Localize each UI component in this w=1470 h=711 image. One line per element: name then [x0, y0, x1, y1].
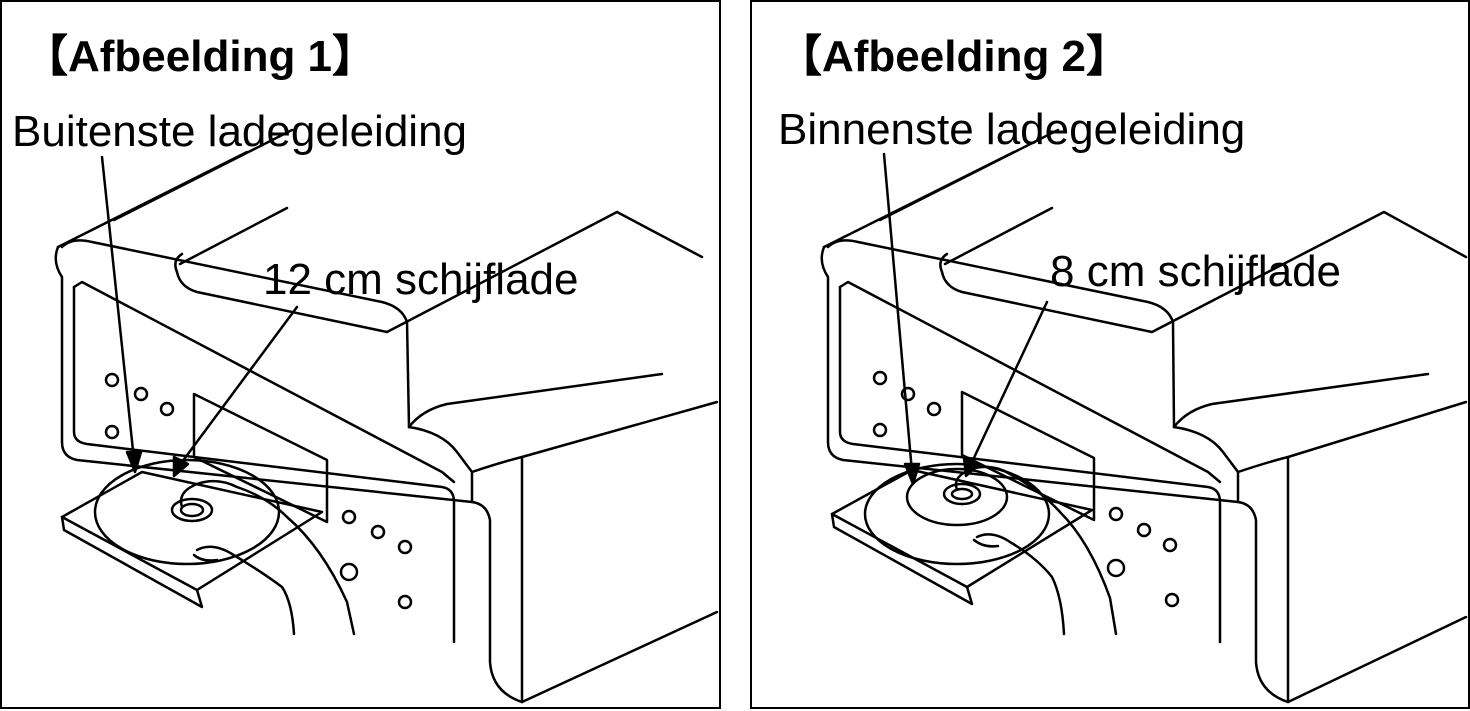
disc-outer-groove: [865, 464, 1049, 564]
player-side-bottom: [1288, 617, 1466, 702]
display-window: [962, 392, 1094, 520]
player-front-top: [62, 240, 409, 427]
player-lid-curve: [940, 254, 947, 272]
player-front-right: [1174, 427, 1238, 502]
arrow-tray-line: [182, 307, 297, 462]
arrow-guide-line: [102, 157, 134, 460]
player-front-face: [56, 247, 522, 702]
player-front-face: [822, 247, 1288, 702]
outer-tray-guide-label: Buitenste ladegeleiding: [12, 107, 468, 156]
button-3: [161, 403, 173, 415]
player-top-back: [1152, 212, 1384, 332]
player-top-ridge: [880, 130, 1058, 220]
player-lid-curve: [175, 254, 182, 272]
player-side-rear: [1174, 374, 1428, 427]
button-6: [372, 526, 384, 538]
player-side-rear: [409, 374, 662, 427]
player-side-bottom: [522, 612, 717, 702]
figure-panel-2: 【Afbeelding 2】 Binnenste ladegeleiding 8…: [750, 0, 1470, 709]
button-1: [106, 374, 118, 386]
player-side-front: [472, 402, 717, 472]
player-side-top: [1384, 212, 1466, 257]
hand-finger: [974, 540, 998, 546]
player-lid-front: [942, 272, 1152, 332]
cd-player-illustration-2: [752, 2, 1468, 707]
disc-tray-top: [832, 470, 1092, 587]
player-side-top: [617, 212, 702, 257]
figure-title: 【Afbeelding 1】: [24, 32, 377, 81]
hand-thumb: [197, 547, 294, 634]
player-inner-frame-top: [840, 282, 1220, 482]
hand-finger: [194, 555, 217, 560]
disc-tray-12cm-label: 12 cm schijflade: [263, 255, 579, 304]
disc-tray-top: [62, 472, 322, 590]
knob: [1108, 560, 1124, 576]
disc: [95, 460, 279, 564]
button-6: [1138, 524, 1150, 536]
arrow-guide-line: [884, 154, 912, 472]
player-inner-frame-top: [74, 282, 454, 482]
button-7: [399, 541, 411, 553]
disc-tray-8cm-label: 8 cm schijflade: [1050, 247, 1342, 296]
player-front-right: [409, 427, 472, 502]
player-top-ridge: [114, 130, 292, 220]
figure-title: 【Afbeelding 2】: [778, 32, 1131, 81]
button-8: [1166, 594, 1178, 606]
cd-player-illustration-1: [2, 2, 719, 707]
player-top-back: [387, 212, 617, 332]
player-lid-line: [945, 208, 1052, 264]
arrow-tray-line: [972, 302, 1047, 462]
button-7: [1164, 539, 1176, 551]
button-5: [1110, 508, 1122, 520]
player-lid-line: [180, 208, 287, 264]
hand-thumb: [977, 534, 1064, 634]
player-lid-front: [177, 272, 387, 332]
button-2: [902, 388, 914, 400]
disc: [907, 469, 1007, 525]
button-4: [874, 424, 886, 436]
button-1: [874, 372, 886, 384]
knob: [341, 564, 357, 580]
player-side-front: [1238, 402, 1466, 472]
player-inner-frame: [840, 287, 1220, 642]
disc-hub-outer: [172, 499, 212, 521]
disc-hub-inner: [952, 489, 972, 499]
button-3: [928, 403, 940, 415]
arrow-tray-head: [174, 457, 188, 476]
button-4: [106, 426, 118, 438]
arrow-guide-head: [127, 452, 141, 472]
arrow-guide-head: [905, 464, 919, 484]
player-inner-frame: [74, 287, 454, 642]
hand: [181, 481, 354, 634]
player-front-top: [828, 240, 1174, 427]
disc-tray: [832, 514, 972, 604]
figure-panel-1: 【Afbeelding 1】 Buitenste ladegeleiding 1…: [0, 0, 721, 709]
button-5: [343, 511, 355, 523]
disc-tray: [62, 517, 202, 607]
button-8: [399, 596, 411, 608]
arrow-tray-head: [964, 458, 979, 476]
disc-hub-inner: [181, 504, 203, 516]
button-2: [135, 388, 147, 400]
inner-tray-guide-label: Binnenste ladegeleiding: [778, 105, 1246, 154]
disc-hub-outer: [944, 484, 980, 504]
display-window: [194, 394, 327, 522]
